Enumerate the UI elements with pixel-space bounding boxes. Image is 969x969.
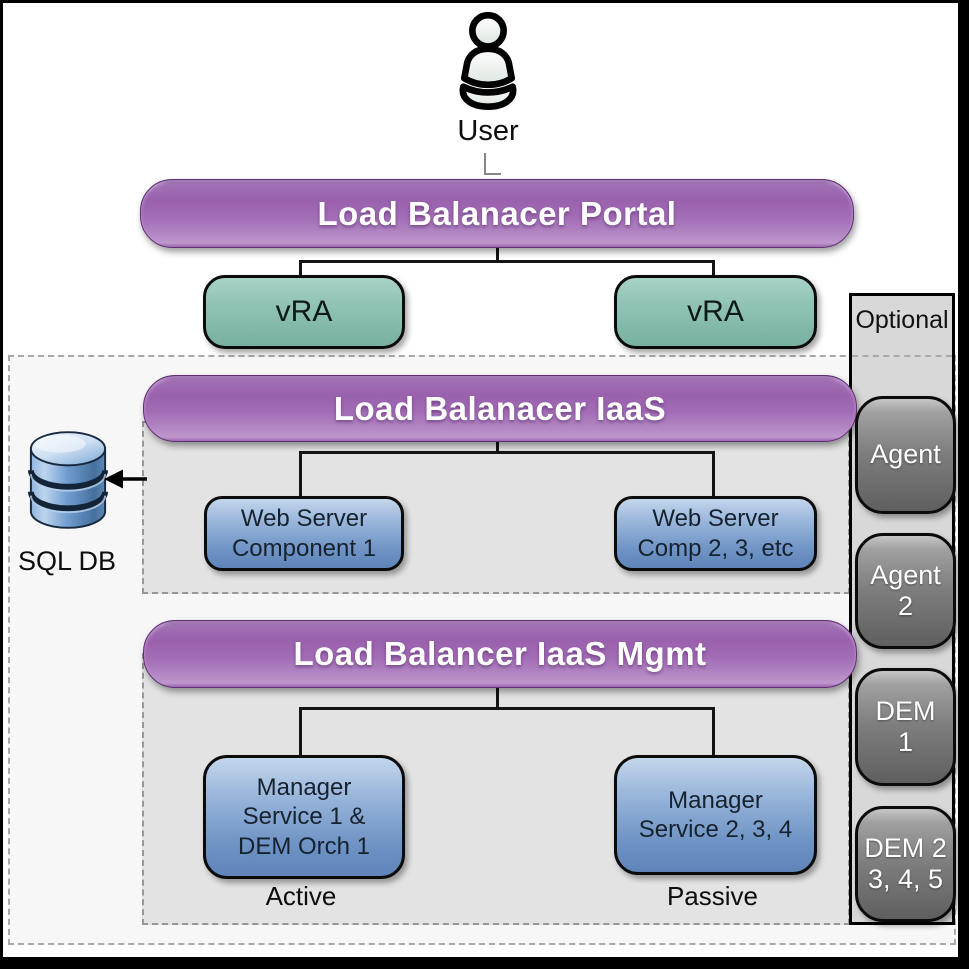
agent-box: Agent: [855, 396, 956, 514]
load-balancer-iaas-bar: Load Balanacer IaaS: [143, 375, 857, 442]
load-balancer-iaas-mgmt-bar: Load Balancer IaaS Mgmt: [143, 620, 857, 688]
user-portal-connector-horizontal: [484, 173, 501, 175]
portal-branch-bracket: [299, 260, 715, 276]
agent-2-box: Agent 2: [855, 533, 956, 649]
passive-status-label: Passive: [666, 881, 759, 911]
mgmt-branch-stem: [496, 686, 499, 708]
sql-db-icon: [27, 423, 109, 537]
iaas-branch-bracket: [299, 451, 715, 498]
user-icon: [448, 9, 528, 119]
web-server-2-box: Web Server Comp 2, 3, etc: [614, 496, 817, 571]
user-portal-connector-vertical: [484, 153, 486, 175]
dem-1-box: DEM 1: [855, 668, 956, 786]
user-label: User: [457, 115, 519, 147]
web-server-1-box: Web Server Component 1: [204, 496, 404, 571]
vra-right-box: vRA: [614, 275, 817, 349]
vra-left-box: vRA: [203, 275, 405, 349]
mgmt-branch-bracket: [299, 707, 715, 756]
active-status-label: Active: [265, 881, 337, 911]
manager-service-2-box: Manager Service 2, 3, 4: [614, 755, 817, 875]
manager-service-1-box: Manager Service 1 & DEM Orch 1: [203, 755, 405, 879]
sql-db-arrow: [102, 466, 148, 492]
portal-branch-stem: [496, 246, 499, 261]
iaas-branch-stem: [496, 440, 499, 452]
dashed-line-through-panel: [852, 355, 952, 357]
load-balancer-portal-bar: Load Balanacer Portal: [140, 179, 854, 248]
sql-db-label: SQL DB: [17, 546, 117, 576]
dem-2-box: DEM 2 3, 4, 5: [855, 806, 956, 922]
optional-panel-title: Optional: [855, 306, 949, 334]
